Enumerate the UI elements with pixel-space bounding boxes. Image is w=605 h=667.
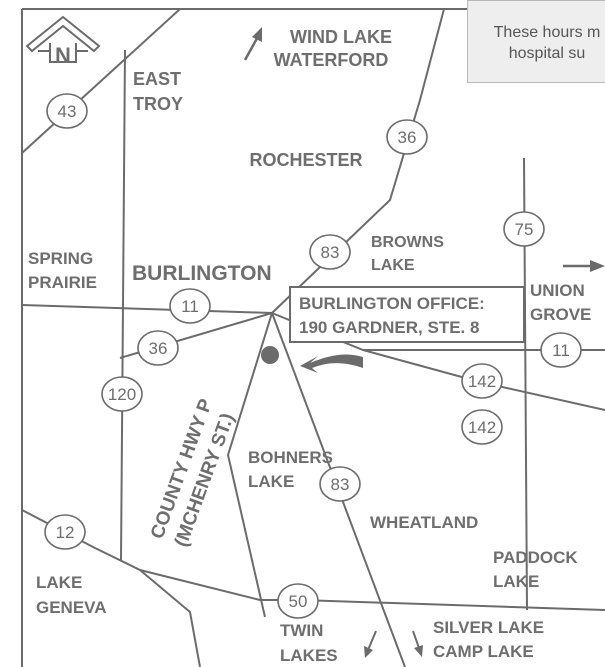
office-pointer-arrow-icon (300, 354, 363, 373)
label-grove: GROVE (530, 305, 591, 324)
notice-line-1: These hours m (493, 24, 601, 41)
svg-text:50: 50 (289, 592, 308, 611)
label-burlington: BURLINGTON (132, 262, 272, 285)
office-location-marker (261, 346, 279, 364)
label-twin: TWIN (280, 621, 323, 640)
svg-text:36: 36 (149, 339, 168, 358)
label-waterford: WATERFORD (274, 50, 389, 70)
route-shield-36-west: 36 (137, 330, 179, 366)
hours-notice-box: These hours m hospital su (467, 0, 605, 83)
route-shield-11-east: 11 (540, 332, 582, 368)
road-county-hwy-p (226, 312, 273, 618)
label-east: EAST (133, 69, 181, 89)
label-browns-lake: LAKE (371, 257, 415, 274)
north-label: N (55, 43, 71, 68)
svg-text:11: 11 (552, 341, 570, 360)
svg-text:142: 142 (468, 418, 496, 437)
label-wind-lake: WIND LAKE (290, 27, 392, 47)
label-bohners-lake: LAKE (248, 472, 294, 491)
north-arrow-icon: N (25, 15, 101, 68)
svg-text:120: 120 (108, 385, 136, 404)
label-bohners: BOHNERS (248, 448, 333, 467)
road-east-troy-vertical (120, 49, 126, 561)
notice-line-2: hospital su (508, 45, 586, 62)
office-callout-box: BURLINGTON OFFICE: 190 GARDNER, STE. 8 (289, 286, 525, 343)
label-geneva: GENEVA (36, 598, 107, 617)
svg-text:43: 43 (58, 102, 77, 121)
road-lake-geneva (139, 569, 201, 667)
label-lakes: LAKES (280, 646, 338, 665)
route-shield-12: 12 (44, 514, 86, 550)
label-wheatland: WHEATLAND (370, 513, 478, 532)
arrow-south-twin-lakes-icon (367, 630, 377, 651)
label-troy: TROY (133, 94, 183, 114)
svg-text:75: 75 (515, 220, 534, 239)
label-prairie: PRAIRIE (28, 273, 97, 292)
route-shield-142-a: 142 (461, 363, 503, 399)
route-shield-36-north: 36 (386, 119, 428, 155)
route-shield-120: 120 (101, 376, 143, 412)
road-43 (21, 8, 181, 154)
label-union: UNION (530, 281, 585, 300)
label-spring: SPRING (28, 249, 93, 268)
place-labels: WIND LAKE WATERFORD EAST TROY ROCHESTER … (28, 27, 591, 665)
direction-arrows (243, 27, 605, 658)
route-shields: 43 36 75 83 11 36 11 142 142 120 83 12 5… (44, 93, 582, 619)
label-paddock: PADDOCK (493, 548, 578, 567)
svg-text:142: 142 (468, 372, 496, 391)
route-shield-83-south: 83 (319, 466, 361, 502)
label-paddock-lake: LAKE (493, 572, 539, 591)
office-address: 190 GARDNER, STE. 8 (299, 318, 480, 337)
svg-text:36: 36 (398, 128, 417, 147)
route-shield-11-west: 11 (169, 288, 211, 324)
label-browns: BROWNS (371, 234, 444, 251)
label-rochester: ROCHESTER (249, 150, 362, 170)
road-11 (21, 304, 273, 314)
route-shield-83-north: 83 (309, 234, 351, 270)
label-lake: LAKE (36, 573, 82, 592)
label-silver-lake: SILVER LAKE (433, 618, 544, 637)
route-shield-142-b: 142 (461, 409, 503, 445)
route-shield-75: 75 (503, 211, 545, 247)
svg-text:83: 83 (331, 475, 350, 494)
arrow-south-silver-lake-icon (412, 630, 420, 649)
svg-text:12: 12 (56, 523, 75, 542)
office-name: BURLINGTON OFFICE: (299, 294, 485, 313)
route-shield-43: 43 (46, 93, 88, 129)
label-camp-lake: CAMP LAKE (433, 642, 534, 661)
svg-text:11: 11 (181, 297, 199, 316)
route-shield-50: 50 (277, 583, 319, 619)
svg-text:83: 83 (321, 243, 340, 262)
road-12 (21, 509, 605, 611)
